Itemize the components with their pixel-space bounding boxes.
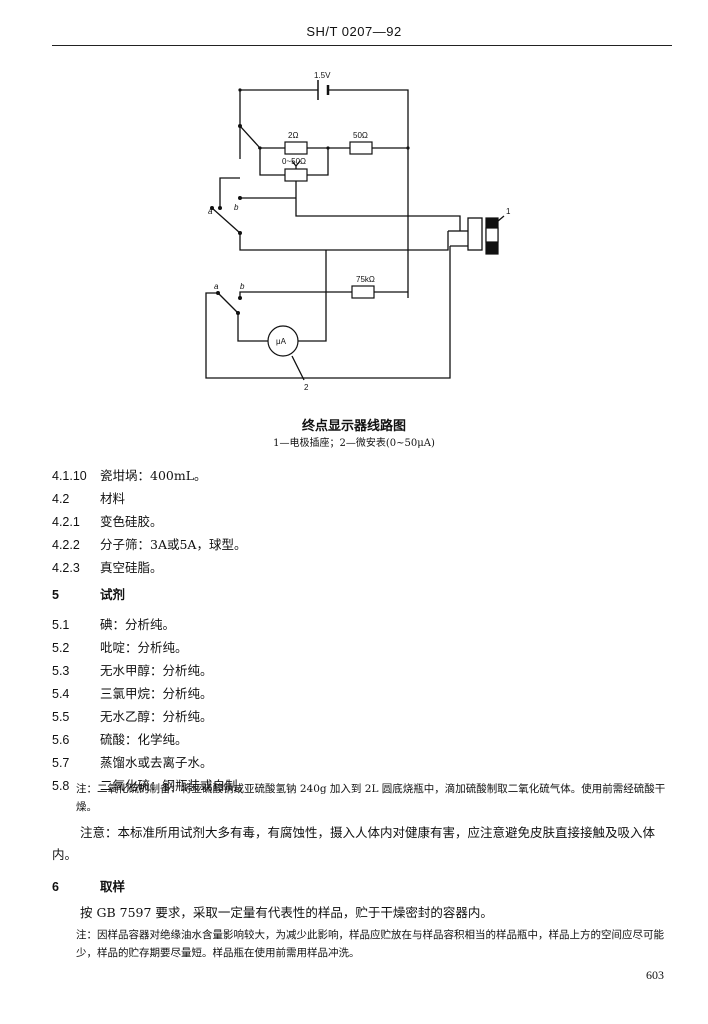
figure-legend: 1—电极插座；2—微安表(0~50μA) xyxy=(273,438,435,449)
line-text: 蒸馏水或去离子水。 xyxy=(100,755,213,770)
resistor-75k-label: 75kΩ xyxy=(356,275,375,284)
line-text: 吡啶：分析纯。 xyxy=(100,640,188,655)
battery-label: 1.5V xyxy=(314,71,331,80)
numbered-line: 5.8 二氧化硫：钢瓶装或自制。 xyxy=(52,775,250,794)
numbered-line: 5.6 硫酸：化学纯。 xyxy=(52,729,188,748)
section-6-heading: 6 取样 xyxy=(52,876,125,895)
line-number: 5 xyxy=(52,588,59,602)
line-text: 三氯甲烷：分析纯。 xyxy=(100,686,213,701)
line-number: 4.2 xyxy=(52,492,70,506)
circuit-diagram: 1.5V 2Ω 50Ω 0~50Ω 75kΩ μA a b a b 1 2 xyxy=(205,71,511,392)
numbered-line: 5.7 蒸馏水或去离子水。 xyxy=(52,752,213,771)
line-number: 5.6 xyxy=(52,733,70,747)
line-number: 4.1.10 xyxy=(52,469,87,483)
callout-2: 2 xyxy=(304,383,309,392)
sampling-paragraph: 按 GB 7597 要求，采取一定量有代表性的样品，贮于干燥密封的容器内。 xyxy=(80,905,493,920)
line-text: 无水乙醇：分析纯。 xyxy=(100,709,213,724)
line-number: 5.5 xyxy=(52,710,70,724)
sampling-note: 注：因样品容器对绝缘油水含量影响较大，为减少此影响，样品应贮放在与样品容积相当的… xyxy=(76,929,664,959)
numbered-line: 5.2 吡啶：分析纯。 xyxy=(52,637,188,656)
switch2-b-label: b xyxy=(240,282,245,291)
numbered-line: 5.4 三氯甲烷：分析纯。 xyxy=(52,683,213,702)
switch2-a-label: a xyxy=(214,282,219,291)
line-text: 真空硅脂。 xyxy=(100,560,163,575)
line-number: 4.2.3 xyxy=(52,561,80,575)
line-number: 4.2.2 xyxy=(52,538,80,552)
line-text: 变色硅胶。 xyxy=(100,514,163,529)
switch-b-label: b xyxy=(234,203,239,212)
numbered-line: 4.2 材料 xyxy=(52,488,125,507)
line-text: 材料 xyxy=(100,491,126,506)
section-title: 取样 xyxy=(100,879,126,894)
document-header: SH/T 0207—92 xyxy=(306,24,402,39)
line-number: 5.8 xyxy=(52,779,70,793)
line-number: 5.4 xyxy=(52,687,70,701)
line-number: 5.7 xyxy=(52,756,70,770)
switch-a-label: a xyxy=(208,207,213,216)
numbered-line: 5.3 无水甲醇：分析纯。 xyxy=(52,660,213,679)
numbered-line: 4.1.10 瓷坩埚：400mL。 xyxy=(52,465,207,484)
page-number: 603 xyxy=(646,968,664,982)
callout-1: 1 xyxy=(506,207,511,216)
resistor-2ohm-label: 2Ω xyxy=(288,131,298,140)
figure-caption: 终点显示器线路图 xyxy=(301,419,406,434)
line-number: 5.1 xyxy=(52,618,70,632)
line-text: 硫酸：化学纯。 xyxy=(100,732,188,747)
numbered-line: 5 试剂 xyxy=(52,584,125,603)
microammeter-label: μA xyxy=(276,337,287,346)
line-text: 分子筛：3A或5A，球型。 xyxy=(100,537,247,552)
line-text: 瓷坩埚：400mL。 xyxy=(100,468,207,483)
numbered-line: 4.2.1 变色硅胶。 xyxy=(52,511,163,530)
reagent-note: 注：二氧化硫的制备：将亚硫酸钠或亚硫酸氢钠 240g 加入到 2L 圆底烧瓶中，… xyxy=(76,783,666,813)
section-number: 6 xyxy=(52,880,59,894)
line-text: 碘：分析纯。 xyxy=(100,617,176,632)
line-number: 5.3 xyxy=(52,664,70,678)
numbered-line: 4.2.2 分子筛：3A或5A，球型。 xyxy=(52,534,246,553)
resistor-50ohm-label: 50Ω xyxy=(353,131,368,140)
header-rule xyxy=(52,45,672,46)
line-text: 无水甲醇：分析纯。 xyxy=(100,663,213,678)
caution-paragraph: 注意：本标准所用试剂大多有毒，有腐蚀性，摄入人体内对健康有害，应注意避免皮肤直接… xyxy=(52,825,656,862)
line-number: 4.2.1 xyxy=(52,515,80,529)
line-text: 试剂 xyxy=(100,587,126,602)
rheostat-label: 0~50Ω xyxy=(282,157,306,166)
line-text: 二氧化硫：钢瓶装或自制。 xyxy=(100,778,251,793)
numbered-line: 4.2.3 真空硅脂。 xyxy=(52,557,163,576)
line-number: 5.2 xyxy=(52,641,70,655)
numbered-line: 5.1 碘：分析纯。 xyxy=(52,614,175,633)
numbered-line: 5.5 无水乙醇：分析纯。 xyxy=(52,706,213,725)
